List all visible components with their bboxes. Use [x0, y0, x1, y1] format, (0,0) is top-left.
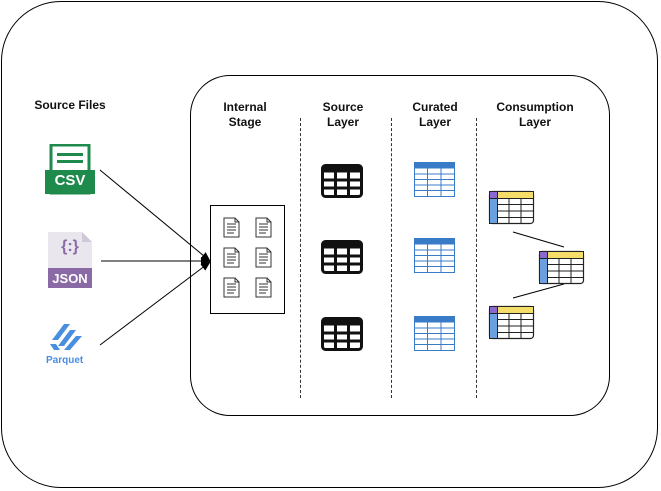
curated-layer-label: Curated Layer [412, 100, 458, 129]
divider-stage-source [300, 118, 301, 398]
parquet-logo-icon [48, 322, 84, 352]
csv-file-icon: CSV [45, 143, 95, 196]
source-layer-label: Source Layer [322, 100, 364, 129]
csv-label: CSV [54, 172, 86, 189]
json-glyph-icon: {:} [61, 238, 79, 255]
divider-source-curated [391, 118, 392, 398]
divider-curated-consumption [476, 118, 477, 398]
internal-stage-label: Internal Stage [223, 100, 267, 129]
source-files-label: Source Files [34, 98, 106, 112]
json-label: JSON [52, 271, 88, 286]
parquet-label: Parquet [46, 355, 84, 366]
json-file-icon: {:} JSON [46, 230, 94, 290]
internal-stage-box [210, 205, 285, 314]
consumption-layer-label: Consumption Layer [496, 100, 574, 129]
